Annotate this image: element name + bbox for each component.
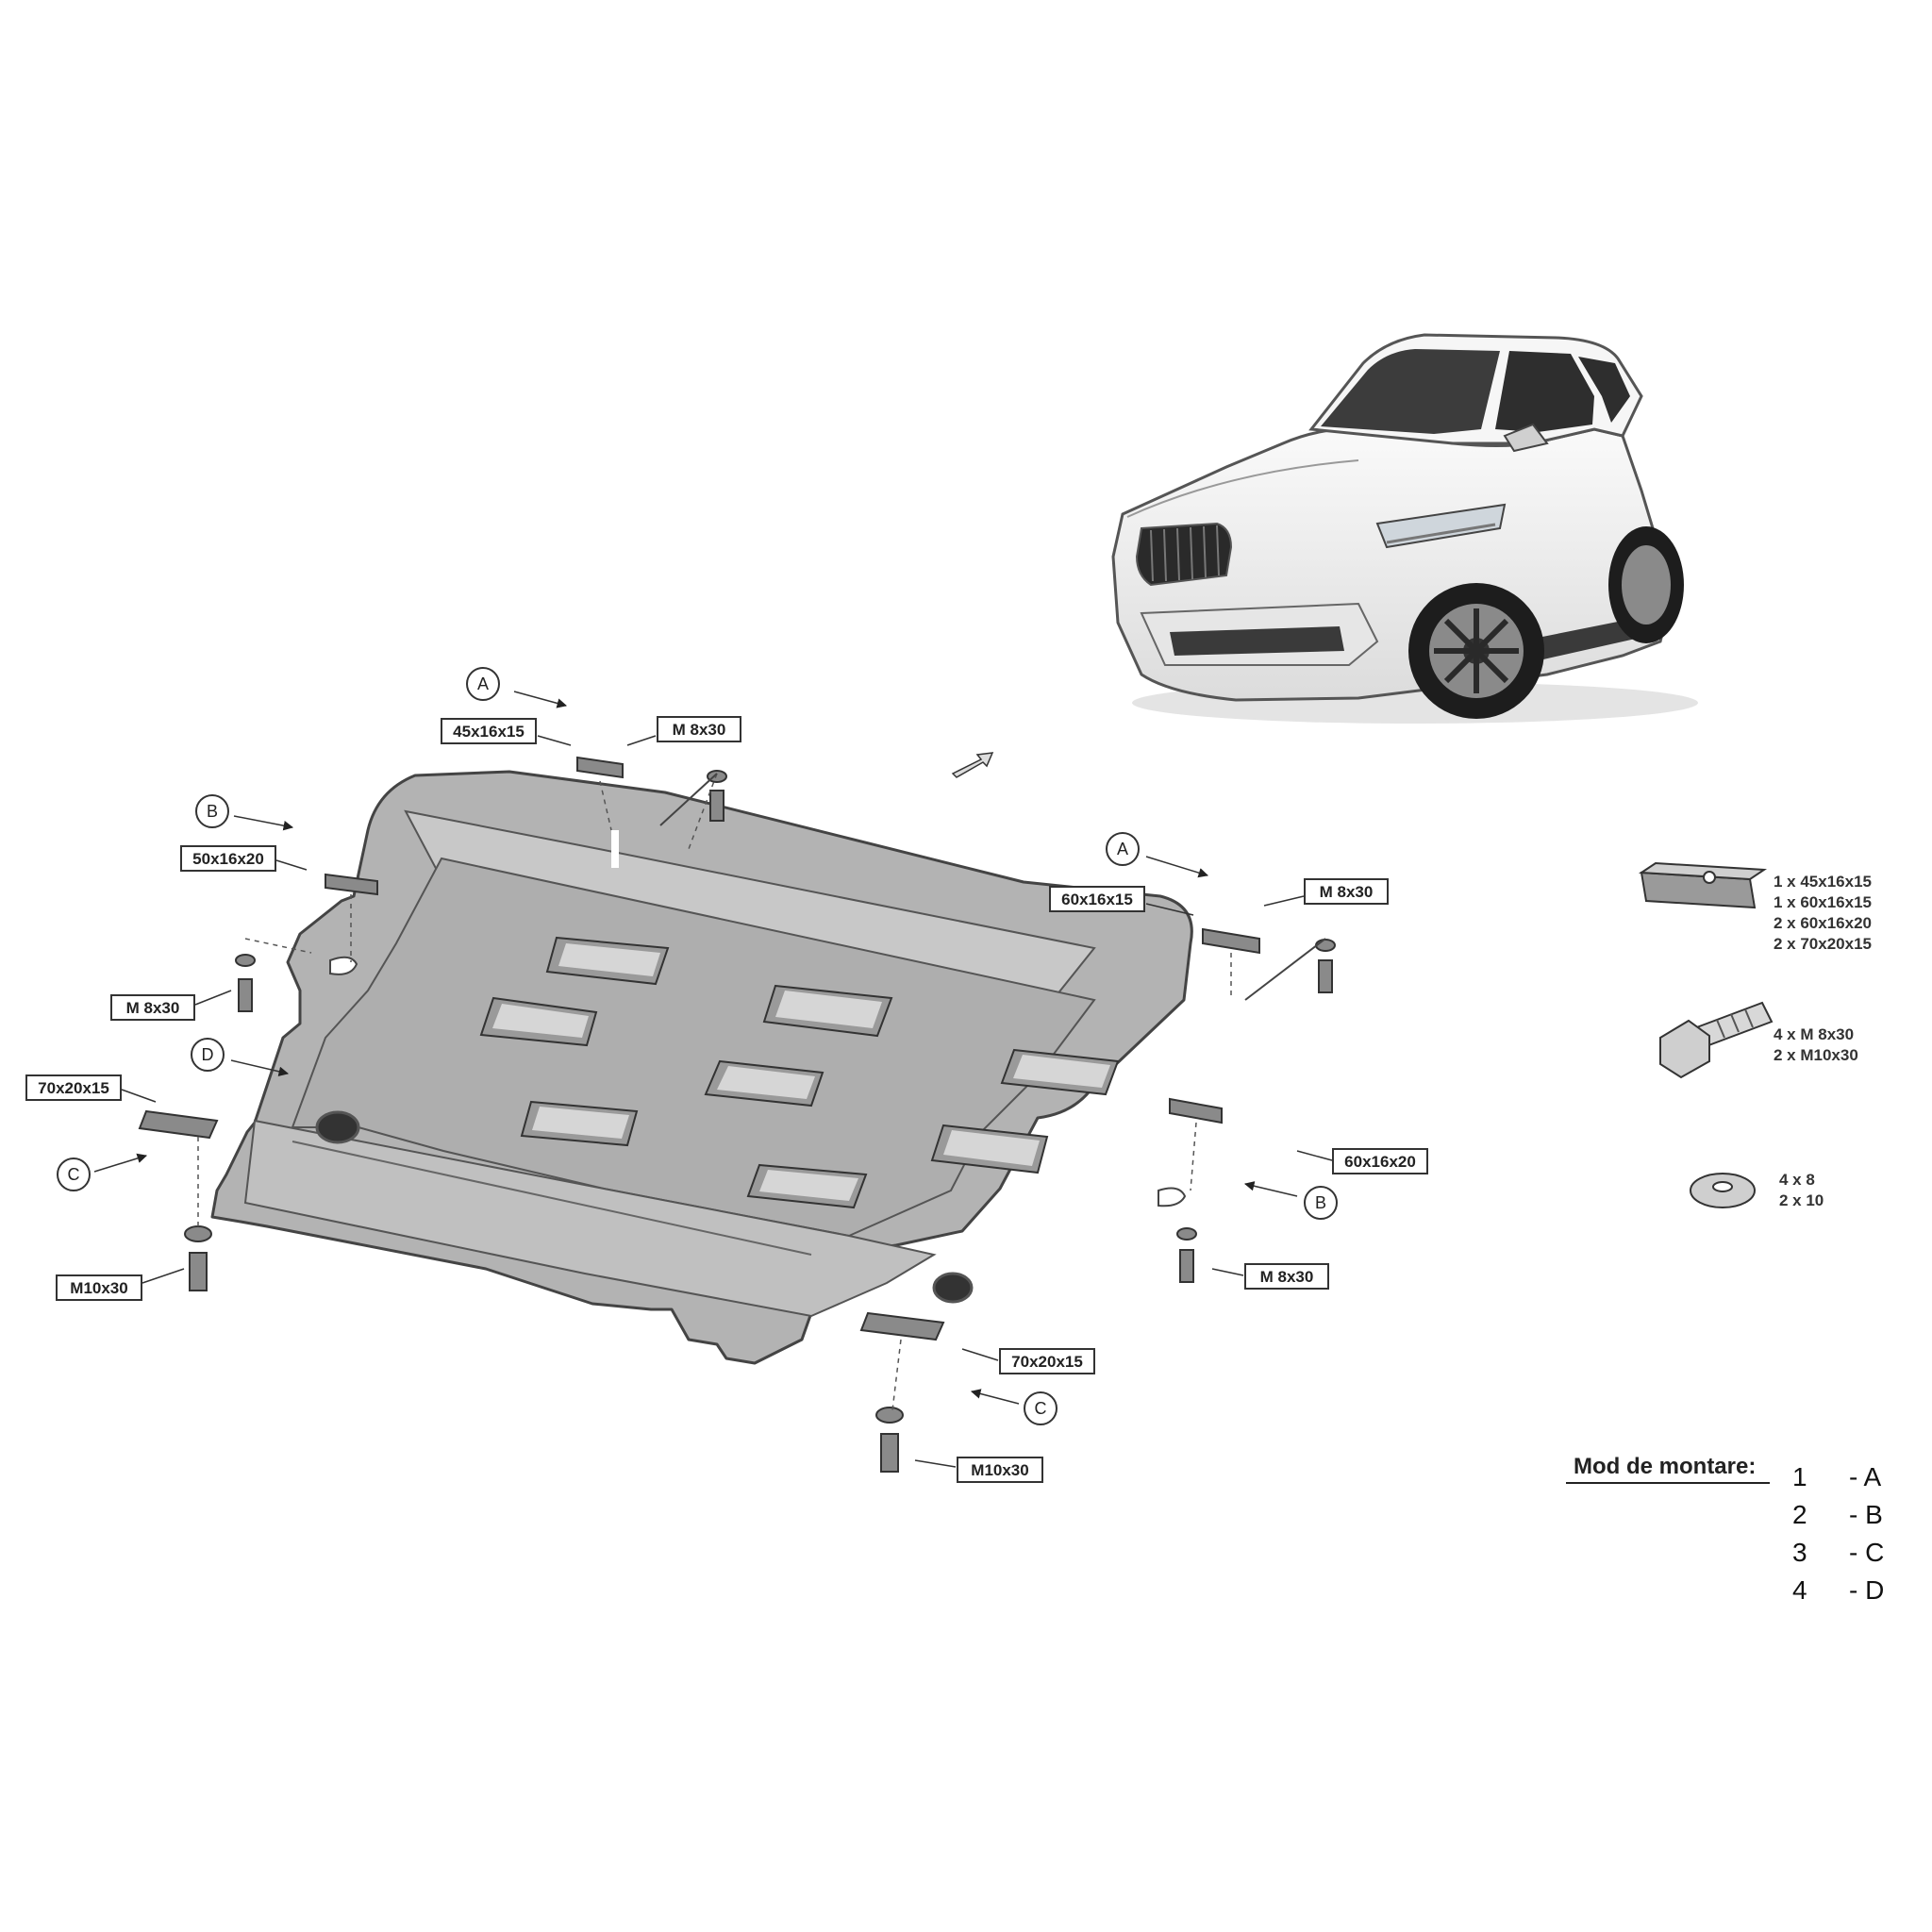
label-bolt-m8-top: M 8x30: [626, 716, 741, 746]
svg-text:D: D: [202, 1045, 214, 1064]
plate-60x16x20-right: [1169, 1097, 1223, 1124]
label-plate-60x16x15: 60x16x15: [1049, 886, 1194, 916]
hardware: [138, 756, 1336, 1473]
label-bolt-m8-left: M 8x30: [110, 990, 232, 1021]
svg-text:C: C: [68, 1165, 80, 1184]
plate-70x20x15-bottom: [859, 1311, 945, 1341]
svg-text:C: C: [1035, 1399, 1047, 1418]
washer-icon: [1690, 1173, 1756, 1208]
svg-text:70x20x15: 70x20x15: [38, 1079, 109, 1097]
svg-text:M 8x30: M 8x30: [1320, 883, 1374, 901]
svg-text:M 8x30: M 8x30: [126, 999, 180, 1017]
svg-text:3: 3: [1792, 1538, 1807, 1567]
label-plate-60x16x20-right: 60x16x20: [1296, 1148, 1428, 1174]
legend-bolts: 4 x M 8x30 2 x M10x30: [1659, 1001, 1858, 1079]
svg-text:4 x M 8x30: 4 x M 8x30: [1774, 1025, 1854, 1043]
mount-step-4: 4 - D: [1792, 1575, 1884, 1605]
direction-arrow-icon: [951, 752, 994, 778]
svg-text:45x16x15: 45x16x15: [453, 723, 525, 741]
svg-text:A: A: [477, 675, 489, 693]
callout-b-left: B: [195, 794, 294, 831]
legend-washers: 4 x 8 2 x 10: [1690, 1171, 1824, 1209]
svg-text:A: A: [1117, 840, 1128, 858]
label-bolt-m10-left: M10x30: [56, 1268, 185, 1301]
svg-text:70x20x15: 70x20x15: [1011, 1353, 1083, 1371]
svg-text:- D: - D: [1849, 1575, 1884, 1605]
label-plate-70x20x15-bottom: 70x20x15: [961, 1348, 1095, 1374]
plate-45x16x15: [576, 756, 624, 779]
bolt-m10-bottom: [875, 1407, 904, 1473]
label-plate-45x16x15: 45x16x15: [441, 718, 572, 746]
mount-step-3: 3 - C: [1792, 1538, 1884, 1567]
svg-text:4 x 8: 4 x 8: [1779, 1171, 1815, 1189]
bolt-top: [707, 770, 727, 822]
svg-text:Mod de montare:: Mod de montare:: [1574, 1454, 1756, 1479]
label-bolt-m8-right: M 8x30: [1263, 878, 1389, 907]
svg-text:2 x 10: 2 x 10: [1779, 1191, 1824, 1209]
svg-text:60x16x20: 60x16x20: [1344, 1153, 1416, 1171]
svg-text:1: 1: [1792, 1462, 1807, 1491]
plate-60x16x15: [1202, 927, 1260, 955]
callout-a-right: A: [1106, 832, 1209, 878]
label-plate-70x20x15-left: 70x20x15: [25, 1074, 157, 1103]
plate-70x20x15-left: [138, 1109, 219, 1140]
skid-plate: [210, 770, 1239, 1365]
label-plate-50x16x20-left: 50x16x20: [180, 845, 308, 872]
plate-50x16x20: [325, 873, 378, 896]
bolt-lower-right: [1176, 1227, 1197, 1283]
mount-step-2: 2 - B: [1792, 1500, 1883, 1529]
callout-a-top: A: [466, 667, 568, 708]
mounting-order: Mod de montare: 1 - A 2 - B 3 - C 4 - D: [1566, 1454, 1884, 1605]
svg-text:- B: - B: [1849, 1500, 1883, 1529]
legend-plates: 1 x 45x16x15 1 x 60x16x15 2 x 60x16x20 2…: [1638, 861, 1872, 953]
label-bolt-m8-lower-right: M 8x30: [1211, 1263, 1329, 1290]
mount-step-1: 1 - A: [1792, 1462, 1882, 1491]
callout-c-left: C: [57, 1153, 148, 1191]
svg-text:1 x 60x16x15: 1 x 60x16x15: [1774, 893, 1872, 911]
callout-b-right: B: [1243, 1181, 1338, 1220]
svg-text:M 8x30: M 8x30: [673, 721, 726, 739]
svg-text:M10x30: M10x30: [971, 1461, 1028, 1479]
svg-text:B: B: [1315, 1193, 1326, 1212]
svg-text:4: 4: [1792, 1575, 1807, 1605]
svg-text:2 x M10x30: 2 x M10x30: [1774, 1046, 1858, 1064]
svg-text:2: 2: [1792, 1500, 1807, 1529]
label-bolt-m10-bottom: M10x30: [914, 1457, 1043, 1483]
svg-text:M10x30: M10x30: [70, 1279, 127, 1297]
bolt-m10-left: [184, 1225, 212, 1291]
svg-text:- A: - A: [1849, 1462, 1882, 1491]
callout-d-left: D: [191, 1038, 290, 1076]
svg-text:B: B: [207, 802, 218, 821]
bolt-right: [1315, 939, 1336, 993]
svg-text:1 x 45x16x15: 1 x 45x16x15: [1774, 873, 1872, 891]
svg-text:60x16x15: 60x16x15: [1061, 891, 1133, 908]
svg-text:2 x 70x20x15: 2 x 70x20x15: [1774, 935, 1872, 953]
car-image: [1111, 333, 1698, 724]
svg-text:2 x 60x16x20: 2 x 60x16x20: [1774, 914, 1872, 932]
svg-text:50x16x20: 50x16x20: [192, 850, 264, 868]
callout-c-bottom: C: [970, 1389, 1058, 1425]
svg-text:M 8x30: M 8x30: [1260, 1268, 1314, 1286]
bolt-icon: [1659, 1001, 1774, 1079]
bolt-left: [235, 954, 256, 1012]
svg-text:- C: - C: [1849, 1538, 1884, 1567]
